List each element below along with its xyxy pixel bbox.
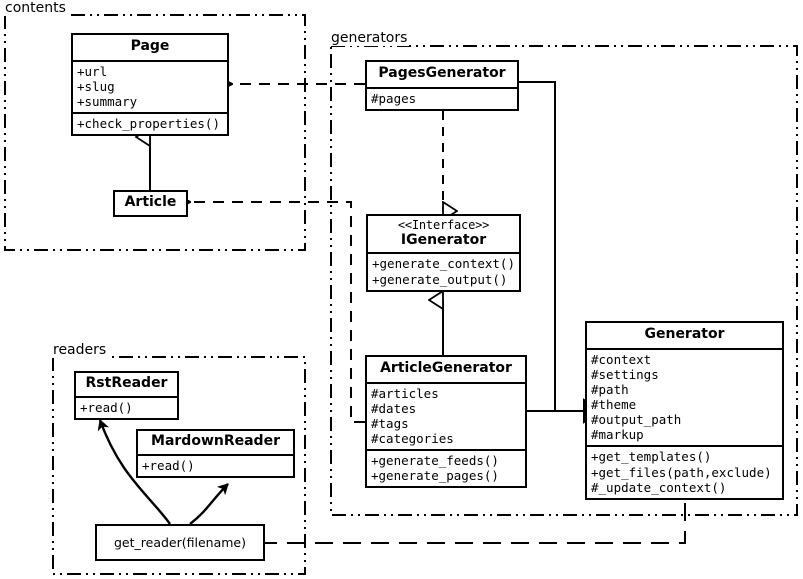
class-attributes-pagesgenerator: #pages — [367, 86, 517, 109]
attribute-row: #path — [591, 381, 629, 397]
class-title-pagesgenerator: PagesGenerator — [378, 65, 506, 81]
class-attributes-generator: #context #settings #path #theme #output_… — [587, 347, 782, 446]
operation-row: +get_files(path,exclude) — [591, 464, 772, 480]
class-box-page[interactable]: Page +url +slug +summary +check_properti… — [71, 33, 229, 137]
package-label-readers: readers — [52, 342, 109, 358]
class-title-articlegenerator: ArticleGenerator — [380, 360, 512, 376]
class-operations-rstreader: +read() — [76, 395, 177, 418]
attribute-row: #categories — [371, 431, 454, 447]
class-box-pagesgenerator[interactable]: PagesGenerator #pages — [365, 60, 519, 111]
operation-row: +generate_output() — [372, 271, 508, 287]
class-operations-page: +check_properties() — [73, 112, 227, 134]
operation-row: #_update_context() — [591, 479, 727, 495]
operation-row: +generate_pages() — [371, 468, 499, 484]
class-box-articlegenerator[interactable]: ArticleGenerator #articles #dates #tags … — [365, 355, 527, 489]
class-title-rstreader: RstReader — [85, 375, 168, 391]
attribute-row: +summary — [77, 93, 138, 109]
package-label-contents: contents — [4, 0, 68, 16]
attribute-row: #markup — [591, 427, 644, 443]
attribute-row: #tags — [371, 415, 409, 431]
attribute-row: #articles — [371, 385, 439, 401]
class-stereotype-igenerator: <<Interface>> — [397, 218, 490, 232]
package-label-generators: generators — [330, 30, 410, 46]
class-box-mardownreader[interactable]: MardownReader +read() — [136, 429, 295, 478]
class-title-mardownreader: MardownReader — [151, 433, 280, 449]
connector-getreader-returns-mardownreader — [189, 483, 229, 525]
attribute-row: +url — [77, 63, 108, 79]
attribute-row: #dates — [371, 400, 417, 416]
class-name-igenerator: IGenerator — [400, 231, 487, 248]
class-operations-articlegenerator: +generate_feeds() +generate_pages() — [367, 449, 525, 486]
class-box-rstreader[interactable]: RstReader +read() — [74, 371, 179, 420]
function-label-get-reader: get_reader(filename) — [114, 535, 246, 550]
operation-row: +generate_feeds() — [371, 453, 499, 469]
attribute-row: #pages — [371, 90, 417, 106]
class-title-article: Article — [124, 194, 177, 210]
class-title-igenerator: <<Interface>> IGenerator — [368, 216, 519, 252]
attribute-row: #theme — [591, 397, 637, 413]
attribute-row: #context — [591, 351, 652, 367]
class-attributes-articlegenerator: #articles #dates #tags #categories — [367, 381, 525, 450]
class-title-generator: Generator — [644, 326, 725, 342]
function-box-get-reader[interactable]: get_reader(filename) — [95, 524, 265, 561]
class-box-igenerator[interactable]: <<Interface>> IGenerator +generate_conte… — [366, 214, 521, 292]
operation-row: +read() — [80, 399, 133, 415]
class-operations-igenerator: +generate_context() +generate_output() — [368, 252, 519, 289]
class-operations-generator: +get_templates() +get_files(path,exclude… — [587, 445, 782, 497]
attribute-row: +slug — [77, 78, 115, 94]
class-operations-mardownreader: +read() — [138, 453, 293, 476]
class-title-page: Page — [130, 38, 170, 54]
attribute-row: #output_path — [591, 412, 682, 428]
operation-row: +read() — [142, 457, 195, 473]
connector-articlegenerator-uses-article — [190, 202, 365, 423]
operation-row: +check_properties() — [77, 116, 220, 132]
class-box-generator[interactable]: Generator #context #settings #path #them… — [585, 321, 784, 500]
connector-generator-uses-getreader — [265, 503, 686, 543]
operation-row: +generate_context() — [372, 256, 515, 272]
class-box-article[interactable]: Article — [113, 190, 188, 217]
attribute-row: #settings — [591, 366, 659, 382]
operation-row: +get_templates() — [591, 449, 712, 465]
class-attributes-page: +url +slug +summary — [73, 59, 227, 112]
